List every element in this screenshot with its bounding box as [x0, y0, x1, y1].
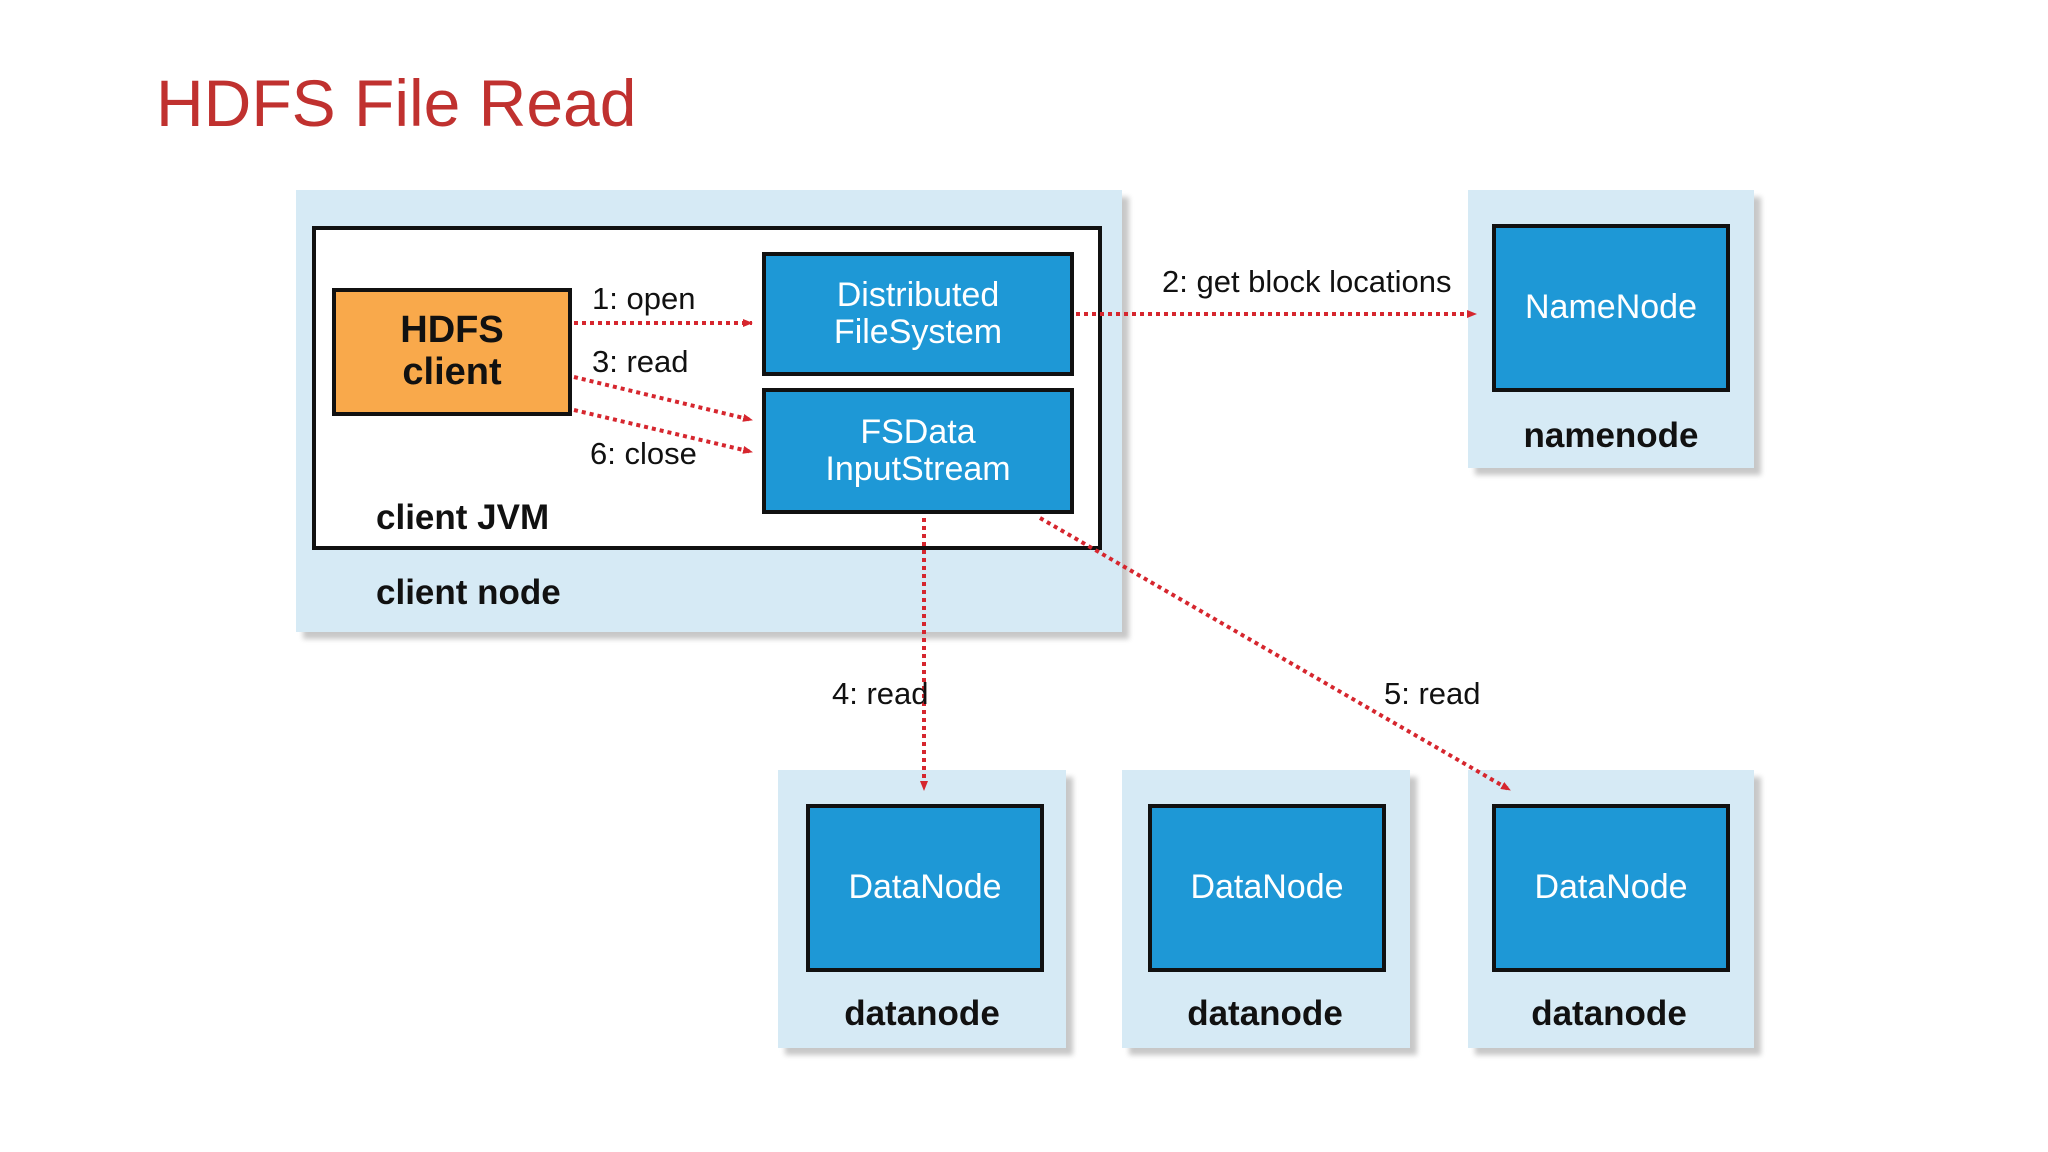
namenode-box-label: NameNode — [1525, 288, 1697, 327]
hdfs-client-line2: client — [402, 351, 502, 393]
datanode-box-2: DataNode — [1148, 804, 1386, 972]
step-close-label: 6: close — [590, 436, 697, 471]
fsdata-inputstream-box: FSData InputStream — [762, 388, 1074, 514]
arrow-read-stream — [573, 375, 753, 422]
hdfs-client-line1: HDFS — [400, 309, 504, 352]
step-open-label: 1: open — [592, 281, 696, 316]
arrow-close — [573, 408, 753, 454]
datanode-box-3-label: DataNode — [1534, 868, 1688, 907]
datanode-label-1: datanode — [844, 994, 1000, 1033]
datanode-box-2-label: DataNode — [1190, 868, 1344, 907]
slide-title: HDFS File Read — [156, 66, 637, 140]
step-read-datanode-3-label: 5: read — [1384, 676, 1481, 711]
fsdata-inputstream-line2: InputStream — [825, 450, 1011, 488]
datanode-box-1-label: DataNode — [848, 868, 1002, 907]
hdfs-client-box: HDFS client — [332, 288, 572, 416]
datanode-box-3: DataNode — [1492, 804, 1730, 972]
step-read-datanode-1-label: 4: read — [832, 676, 929, 711]
arrow-read-datanode-3 — [1038, 516, 1512, 792]
fsdata-inputstream-line1: FSData — [860, 412, 976, 451]
distributed-filesystem-line1: Distributed — [836, 275, 1000, 314]
datanode-label-3: datanode — [1531, 994, 1687, 1033]
step-get-block-locations-label: 2: get block locations — [1162, 264, 1452, 299]
distributed-filesystem-box: Distributed FileSystem — [762, 252, 1074, 376]
client-jvm-label: client JVM — [376, 498, 550, 537]
datanode-box-1: DataNode — [806, 804, 1044, 972]
namenode-label: namenode — [1523, 416, 1699, 455]
step-read-stream-label: 3: read — [592, 344, 689, 379]
datanode-label-2: datanode — [1187, 994, 1343, 1033]
client-node-label: client node — [376, 573, 561, 612]
distributed-filesystem-line2: FileSystem — [833, 313, 1003, 351]
namenode-box: NameNode — [1492, 224, 1730, 392]
